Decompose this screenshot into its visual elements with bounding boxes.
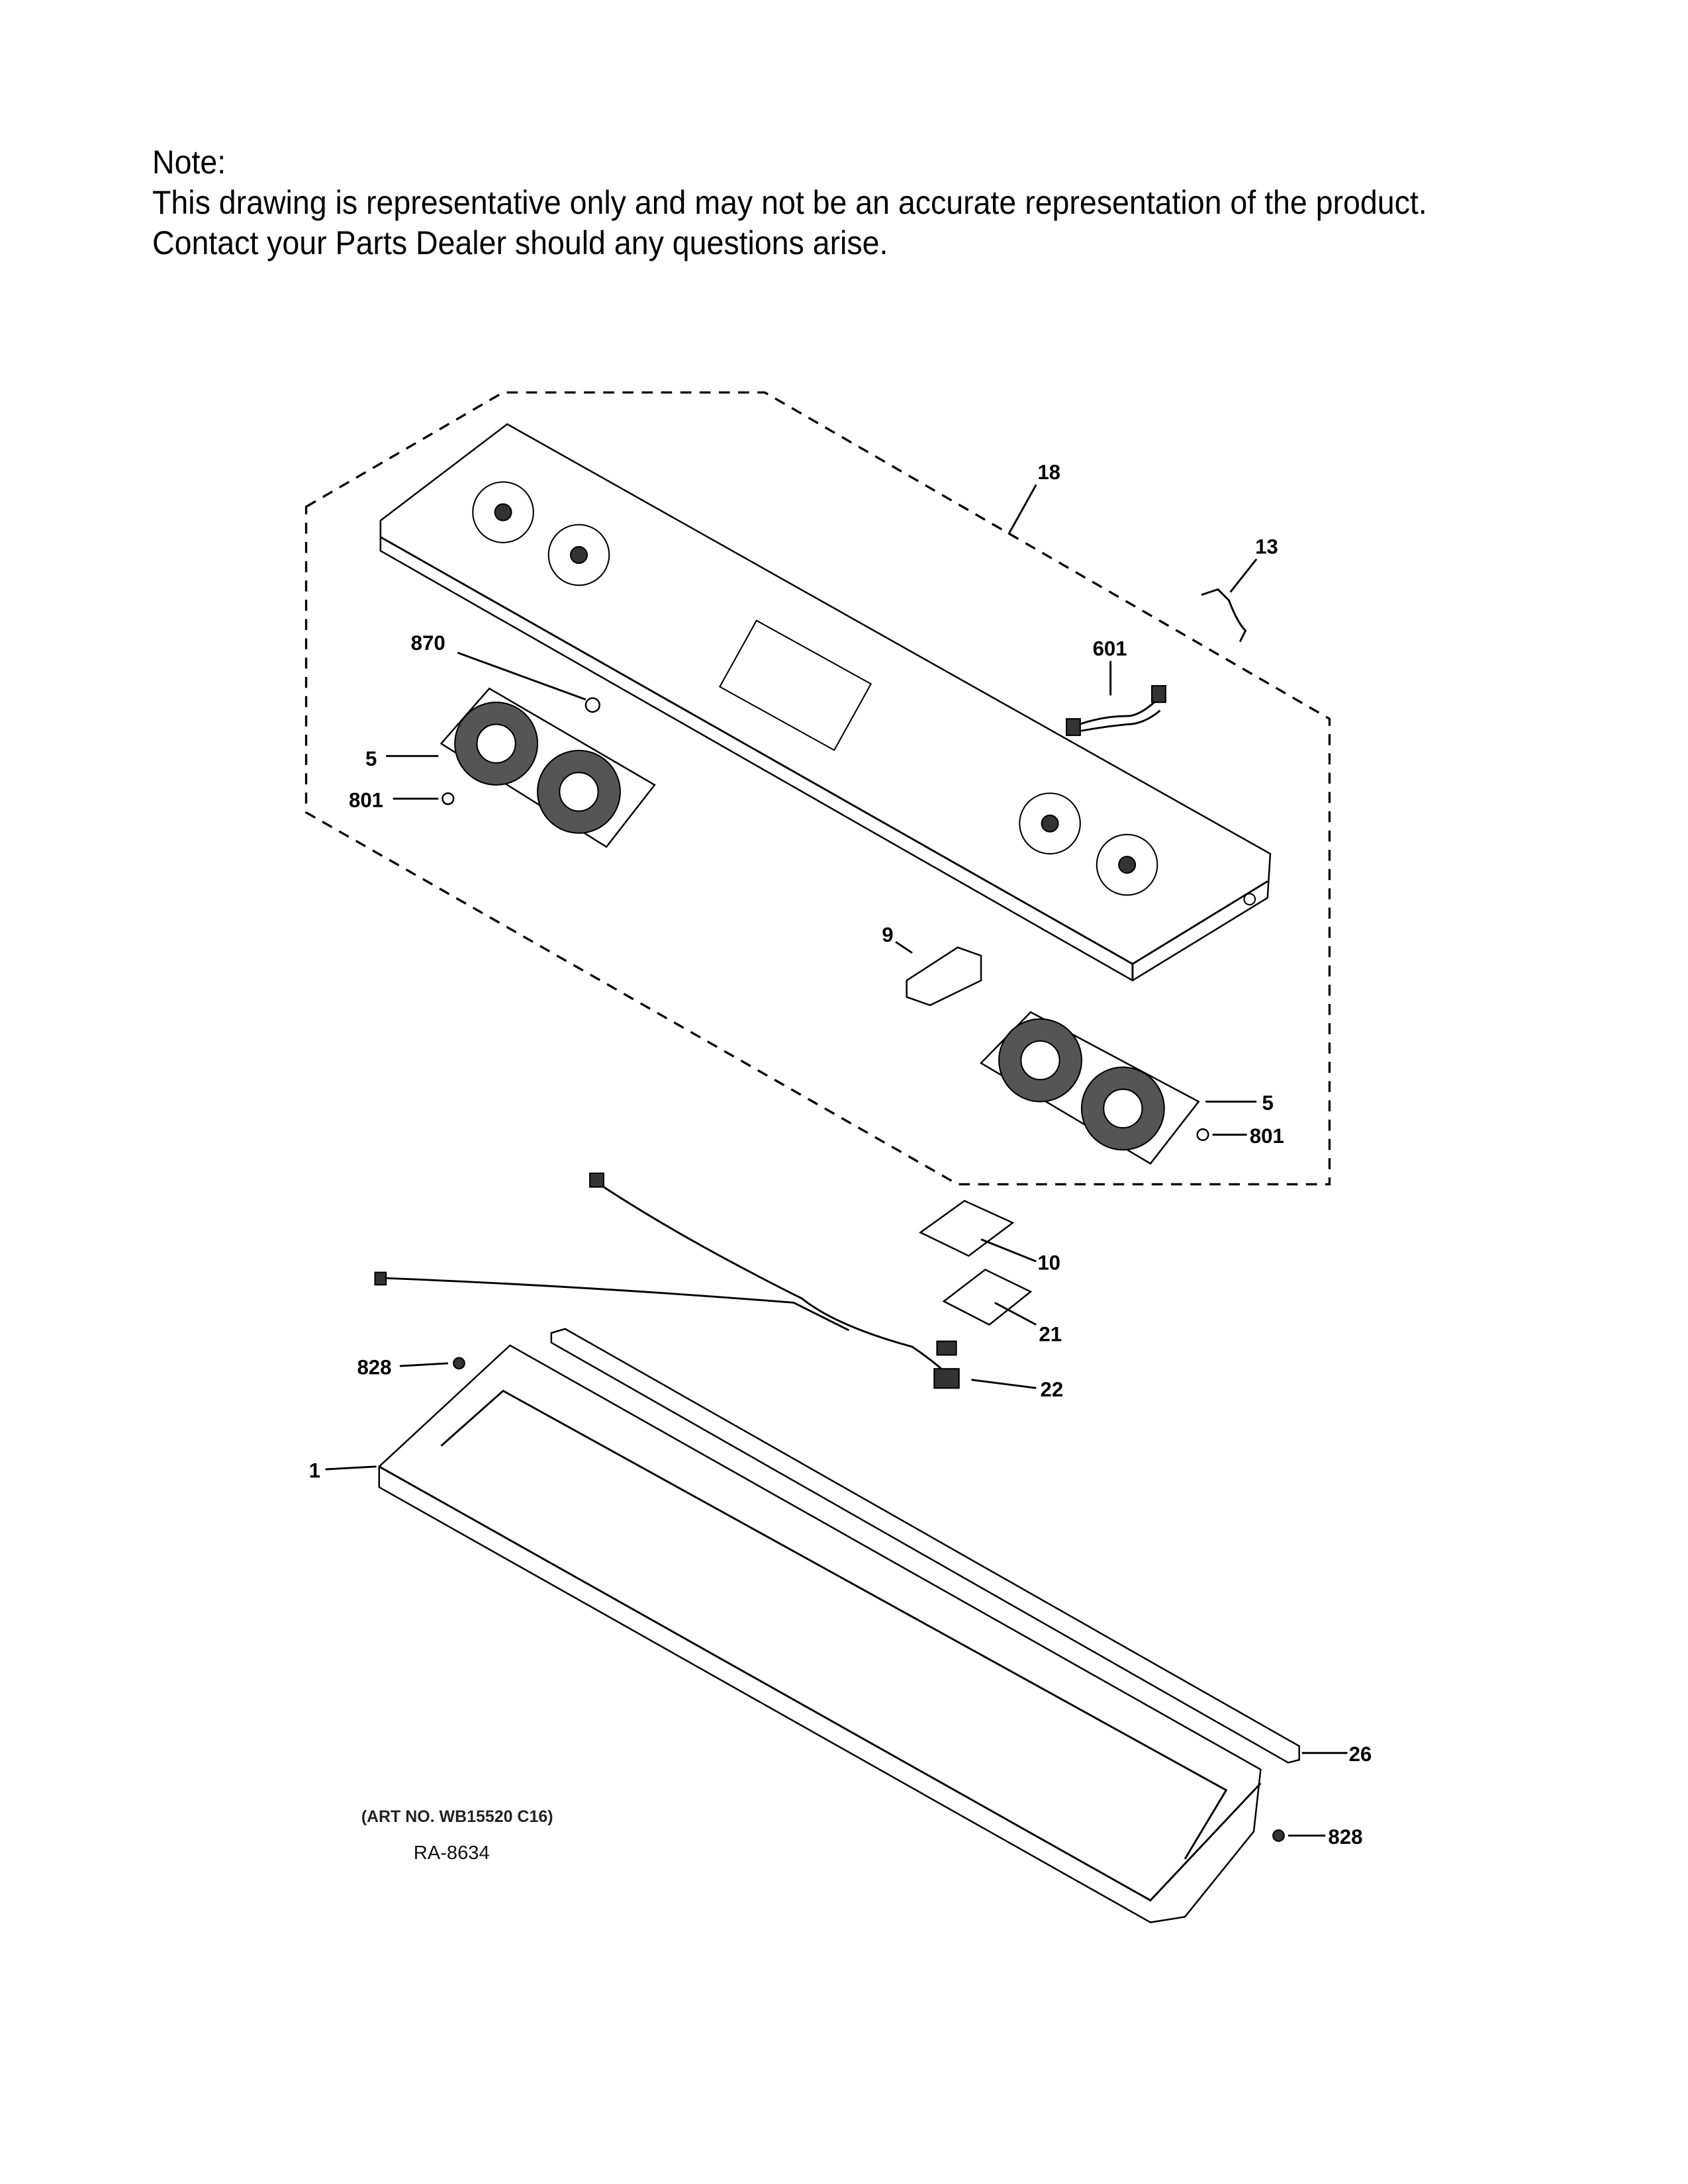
callout-22: 22: [1041, 1378, 1064, 1401]
note-line-2: Contact your Parts Dealer should any que…: [152, 224, 888, 261]
leader-lines: [325, 484, 1348, 1837]
control-panel-part-18: [379, 423, 1272, 981]
screw-part-828-right: [1272, 1829, 1285, 1842]
board-part-10: [919, 1199, 1015, 1257]
callout-18: 18: [1037, 461, 1060, 484]
note-block: Note: This drawing is representative onl…: [152, 142, 1427, 263]
callout-26: 26: [1349, 1743, 1372, 1766]
encoder-module-part-5-left: [440, 687, 656, 848]
part-801-right: [1196, 1128, 1209, 1142]
callout-21: 21: [1039, 1323, 1062, 1346]
wire-harness-part-22: [374, 1172, 960, 1389]
callout-5-left: 5: [365, 747, 377, 770]
callout-870: 870: [411, 631, 445, 655]
screw-part-828-left: [453, 1357, 465, 1370]
board-part-21: [942, 1268, 1033, 1326]
part-870: [585, 697, 600, 713]
callout-1: 1: [309, 1459, 320, 1482]
callout-9: 9: [882, 923, 893, 946]
wire-harness-part-13: [1201, 588, 1247, 643]
callout-13: 13: [1255, 535, 1278, 558]
reference-code: RA-8634: [414, 1843, 490, 1864]
part-801-left: [442, 792, 455, 805]
callout-801-right: 801: [1250, 1124, 1284, 1148]
callout-601: 601: [1093, 637, 1127, 660]
callout-5-right: 5: [1262, 1091, 1273, 1115]
art-number: (ART NO. WB15520 C16): [361, 1807, 553, 1826]
encoder-module-part-5-right: [980, 1011, 1200, 1165]
callout-801-left: 801: [349, 788, 383, 811]
callout-828-right: 828: [1328, 1825, 1362, 1848]
wire-harness-part-601: [1071, 696, 1161, 734]
part-9: [906, 946, 982, 1007]
note-line-1: This drawing is representative only and …: [152, 184, 1427, 221]
note-heading: Note:: [152, 144, 226, 181]
strip-part-26: [550, 1328, 1300, 1764]
frame-part-1: [378, 1344, 1262, 1923]
callout-828-left: 828: [357, 1356, 391, 1379]
assembly-boundary: [305, 391, 1331, 1186]
callout-10: 10: [1037, 1251, 1060, 1274]
